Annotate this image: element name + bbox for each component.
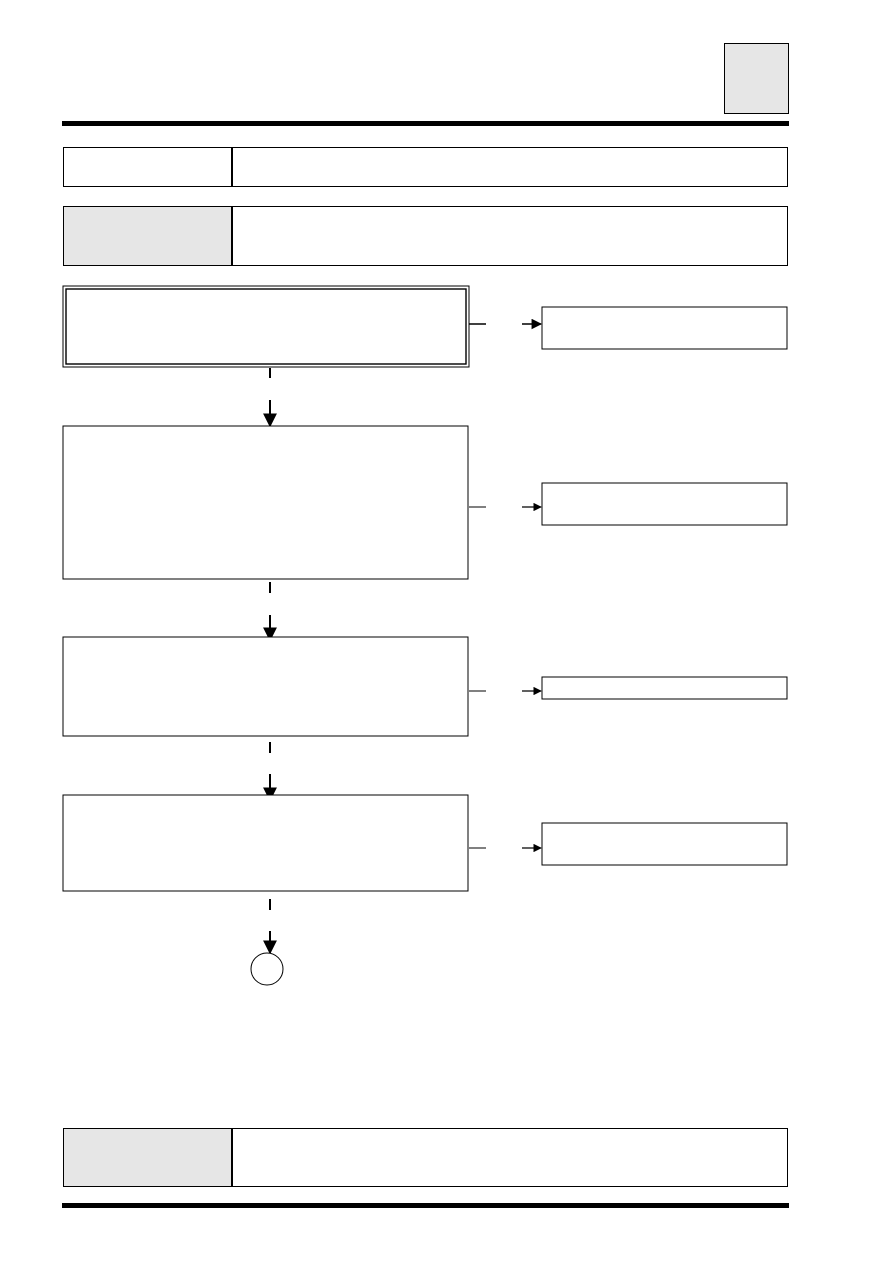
footer-info-row-label [64,1129,231,1137]
section-tab [724,43,789,114]
flow-step-1-text [72,295,462,359]
footer-info-row-content [234,1129,787,1137]
flow-result-1-box [541,306,788,350]
info-row-1 [63,147,788,187]
footer-info-row-label-cell [64,1129,233,1186]
flow-result-4-text [546,827,783,861]
footer-rule [62,1203,789,1208]
flow-step-2-box [62,425,469,580]
flow-result-4-box [541,822,788,866]
header-rule [62,121,789,126]
flow-step-4-text [68,799,463,887]
flow-step-3-box [62,636,469,737]
flow-connector-text [253,960,281,978]
footer-info-row-content-cell [234,1129,787,1186]
info-row-1-label-cell [64,148,233,186]
flow-connector-circle [250,952,284,986]
info-row-2-label-cell [64,207,233,265]
flow-result-3-box [541,676,788,700]
flow-step-4-box [62,794,469,892]
flow-result-2-box [541,482,788,526]
flow-result-2-text [546,487,783,521]
flow-result-1-text [546,311,783,345]
flow-step-2-text [68,430,463,575]
flow-step-3-text [68,641,463,732]
footer-info-row [63,1128,788,1187]
info-row-2 [63,206,788,266]
flow-result-3-text [546,679,783,697]
flow-step-1-box [62,285,470,368]
